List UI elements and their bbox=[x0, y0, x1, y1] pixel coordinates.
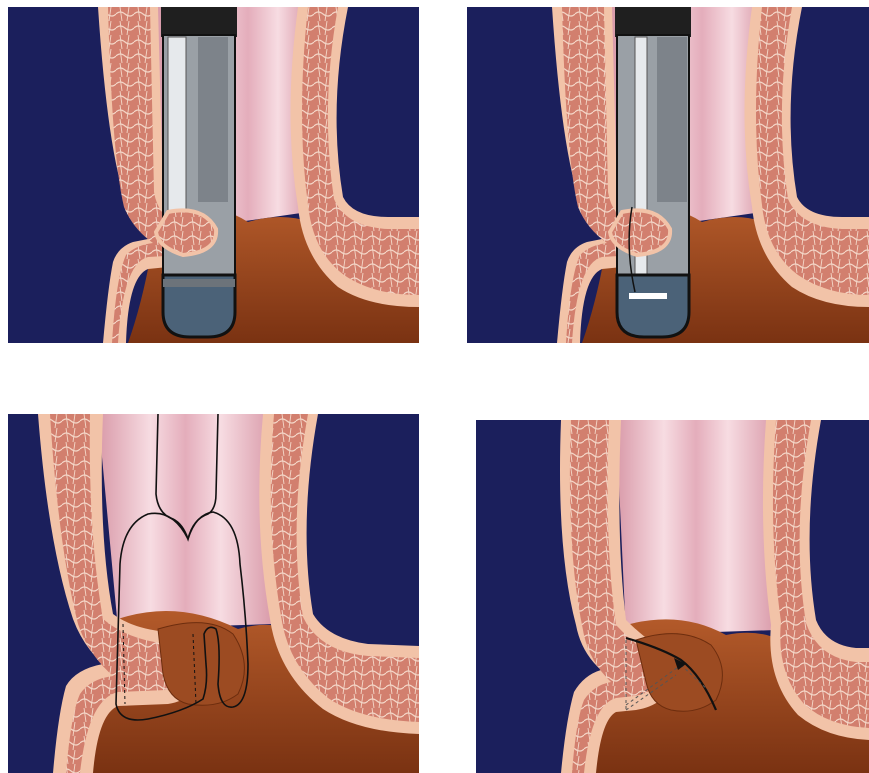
needle-shaft bbox=[635, 37, 647, 297]
panel-2 bbox=[467, 7, 869, 343]
panel-1-illustration bbox=[8, 7, 419, 343]
tissue-fold bbox=[156, 210, 216, 255]
device-shaft bbox=[168, 37, 186, 212]
device-channel bbox=[198, 37, 228, 202]
device-tip-cap bbox=[615, 7, 691, 37]
lumen bbox=[98, 414, 273, 629]
panel-2-illustration bbox=[467, 7, 869, 343]
panel-1 bbox=[8, 7, 419, 343]
lumen bbox=[616, 420, 776, 635]
needle-catch bbox=[629, 293, 667, 299]
tissue-fold bbox=[610, 210, 670, 255]
panel-4 bbox=[476, 420, 869, 773]
panel-3-illustration bbox=[8, 414, 419, 773]
tissue-lump bbox=[158, 623, 244, 706]
panel-4-illustration bbox=[476, 420, 869, 773]
device-rim bbox=[163, 279, 235, 287]
device-tip-cap bbox=[161, 7, 237, 37]
device-channel bbox=[657, 37, 687, 202]
device-cap bbox=[617, 275, 689, 337]
panel-3 bbox=[8, 414, 419, 773]
